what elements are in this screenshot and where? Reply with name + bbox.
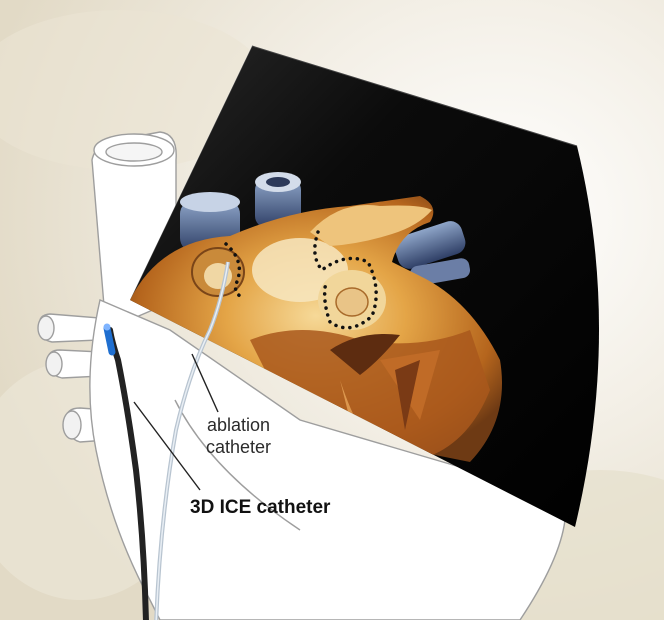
ablation-catheter-label: ablation catheter <box>206 414 271 458</box>
ice-catheter-label: 3D ICE catheter <box>190 497 330 519</box>
ice-catheter-tip <box>107 328 112 352</box>
ablation-label-line2: catheter <box>206 436 271 458</box>
ablation-label-line1: ablation <box>206 414 271 436</box>
